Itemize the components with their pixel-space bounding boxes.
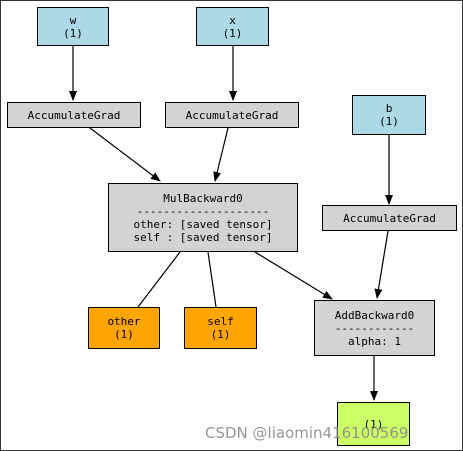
accumulate-grad-x-label: AccumulateGrad (185, 108, 279, 122)
add-backward-title: AddBackward0 (334, 308, 415, 322)
add-backward-alpha: alpha: 1 (348, 334, 401, 348)
edge-accw-mul (89, 127, 161, 182)
add-backward-divider: ------------ (334, 321, 415, 335)
saved-self-shape: (1) (210, 328, 231, 341)
output-tensor-node[interactable]: (1) (337, 402, 410, 446)
mul-backward-line-self: self : [saved tensor] (133, 230, 273, 244)
tensor-w-node[interactable]: w (1) (37, 7, 109, 46)
watermark: CSDN @liaomin416100569 (205, 424, 409, 442)
mul-backward-title: MulBackward0 (163, 191, 243, 205)
tensor-x-name: x (229, 13, 236, 27)
tensor-w-name: w (69, 13, 77, 27)
edge-accb-add (374, 230, 389, 299)
saved-self-node[interactable]: self (1) (184, 307, 257, 349)
saved-other-node[interactable]: other (1) (88, 307, 160, 349)
tensor-w-shape: (1) (63, 26, 83, 40)
tensor-b-shape: (1) (379, 115, 399, 128)
saved-other-name: other (107, 315, 141, 328)
output-tensor-shape: (1) (363, 417, 384, 431)
accumulate-grad-b-label: AccumulateGrad (343, 211, 436, 225)
edge-mul-add (254, 251, 333, 300)
accumulate-grad-x-node[interactable]: AccumulateGrad (165, 102, 299, 128)
tensor-b-node[interactable]: b (1) (352, 95, 426, 135)
edge-accx-mul (213, 127, 229, 182)
mul-backward-node[interactable]: MulBackward0 -------------------- other:… (108, 183, 298, 252)
saved-other-shape: (1) (114, 328, 134, 341)
edge-mul-other (137, 251, 181, 308)
mul-backward-divider: -------------------- (136, 204, 270, 218)
tensor-x-node[interactable]: x (1) (196, 7, 269, 46)
tensor-b-name: b (385, 102, 393, 115)
accumulate-grad-w-label: AccumulateGrad (27, 108, 121, 122)
accumulate-grad-b-node[interactable]: AccumulateGrad (322, 205, 457, 231)
accumulate-grad-w-node[interactable]: AccumulateGrad (7, 102, 141, 128)
mul-backward-line-other: other: [saved tensor] (133, 217, 273, 231)
tensor-x-shape: (1) (222, 26, 243, 40)
edge-mul-self (207, 251, 217, 308)
saved-self-name: self (207, 315, 234, 328)
add-backward-node[interactable]: AddBackward0 ------------ alpha: 1 (314, 300, 435, 356)
